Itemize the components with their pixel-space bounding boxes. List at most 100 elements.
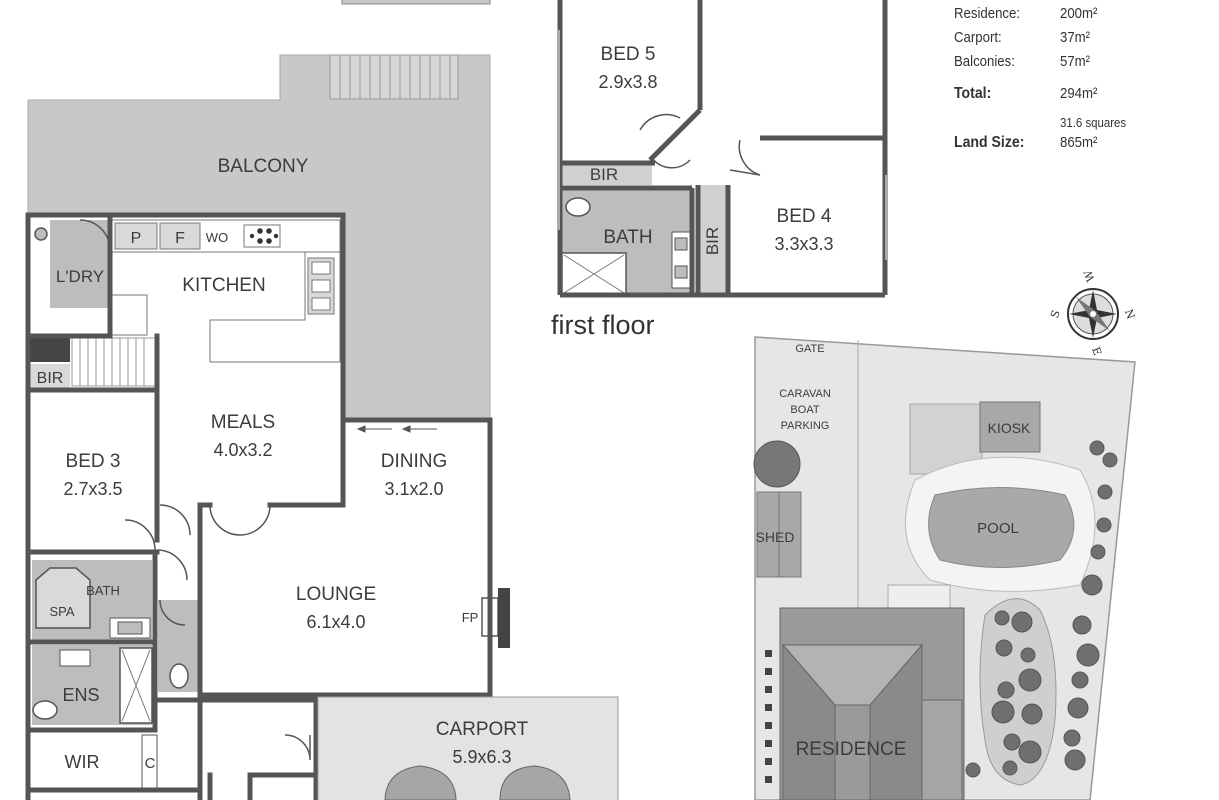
compass-w-label: W: [1081, 268, 1097, 284]
sink-icon-2: [311, 279, 331, 293]
bir-ground: [30, 364, 70, 388]
stair-stub: [341, 0, 491, 5]
residence-label: RESIDENCE: [796, 739, 907, 760]
ensuite-basin-icon: [59, 649, 91, 667]
land-row: Land Size: 865m²: [954, 134, 1194, 158]
caravan-label-1: CARAVAN: [779, 388, 831, 400]
balcony-label: BALCONY: [218, 156, 309, 177]
bed5-size: 2.9x3.8: [598, 72, 657, 92]
bir-first-b: [698, 185, 728, 295]
kiosk-roof: [979, 401, 1041, 453]
first-doors: [639, 113, 761, 176]
bed4-size: 3.3x3.3: [774, 234, 833, 254]
ground-walls: [25, 212, 493, 800]
total-squares: 31.6 squares: [1060, 115, 1127, 130]
sink-icon-3: [311, 297, 331, 311]
sliding-door-arrows: [356, 425, 437, 433]
meals-label: MEALS: [211, 412, 275, 433]
caravan-label-3: PARKING: [781, 420, 830, 432]
total-row: Total: 294m²: [954, 85, 1194, 109]
first-basin-icon-2: [674, 265, 688, 279]
pantry-label: P: [131, 230, 142, 247]
compass-e-label: E: [1089, 345, 1104, 357]
laundry-label: L'DRY: [56, 267, 104, 286]
balconies-area-label: Balconies:: [954, 53, 1015, 70]
residence-roof: [779, 607, 965, 800]
residence-side-path: [765, 650, 772, 783]
total-area-label: Total:: [954, 85, 992, 102]
carport-area-value: 37m²: [1060, 29, 1091, 46]
lounge-label: LOUNGE: [296, 584, 376, 605]
bath-label: BATH: [86, 583, 120, 598]
bir-first-a-label: BIR: [590, 165, 618, 184]
compass-s-label: S: [1048, 308, 1063, 320]
dining-label: DINING: [381, 451, 448, 472]
ground-doors: [79, 219, 311, 761]
kiosk-label: KIOSK: [988, 420, 1031, 436]
lounge-size: 6.1x4.0: [306, 612, 365, 632]
first-walls: [557, 0, 888, 298]
wir-label: WIR: [65, 752, 100, 772]
bed3-size: 2.7x3.5: [63, 479, 122, 499]
gate-label: GATE: [795, 343, 824, 355]
fireplace-chimney: [498, 588, 510, 648]
carport-size: 5.9x6.3: [452, 747, 511, 767]
wall-oven-label: WO: [206, 230, 228, 245]
kitchen-cupboard: [111, 294, 148, 336]
pool: [928, 487, 1075, 568]
internal-stairs: [71, 337, 158, 387]
ensuite-label: ENS: [62, 685, 99, 705]
toilet-icon: [169, 663, 189, 689]
tree-large: [753, 440, 801, 488]
bed3-label: BED 3: [66, 451, 121, 472]
dining-size: 3.1x2.0: [384, 479, 443, 499]
land-size-label: Land Size:: [954, 134, 1025, 151]
spa-label: SPA: [49, 604, 74, 619]
bir-ground-label: BIR: [37, 370, 64, 387]
ensuite-toilet-icon: [32, 700, 58, 720]
cupboard-label: C: [145, 755, 156, 772]
carport-row: Carport: 37m²: [954, 29, 1194, 53]
spa-bath: [35, 567, 91, 629]
residence-area-label: Residence:: [954, 5, 1021, 22]
basin-icon: [117, 621, 143, 635]
sink-icon: [311, 261, 331, 275]
first-basin-icon: [674, 237, 688, 251]
car-icon: [384, 765, 571, 800]
kitchen-label: KITCHEN: [182, 275, 265, 296]
compass-icon: [1067, 288, 1119, 340]
meals-size: 4.0x3.2: [213, 440, 272, 460]
residence-area-value: 200m²: [1060, 5, 1098, 22]
stair-void: [30, 338, 70, 362]
balconies-area-value: 57m²: [1060, 53, 1091, 70]
residence-row: Residence: 200m²: [954, 5, 1194, 29]
pool-label: POOL: [977, 520, 1019, 537]
balcony-stairs: [329, 54, 459, 100]
fridge-label: F: [175, 230, 185, 247]
garden-shrubs: [965, 440, 1118, 778]
caravan-label-2: BOAT: [790, 404, 819, 416]
carport-label: CARPORT: [436, 719, 529, 740]
bed5-label: BED 5: [601, 44, 656, 65]
shed-label: SHED: [756, 529, 795, 545]
carport-area-label: Carport:: [954, 29, 1002, 46]
total-area-value: 294m²: [1060, 85, 1098, 102]
laundry-room: [50, 220, 110, 308]
first-floor-caption: first floor: [551, 310, 655, 340]
ensuite-shower: [119, 647, 153, 724]
fireplace-label: FP: [462, 610, 479, 625]
pergola: [887, 584, 951, 611]
laundry-tub-icon: [34, 227, 48, 241]
cooktop-icon: [243, 224, 281, 248]
carport-area: [317, 696, 619, 800]
balconies-row: Balconies: 57m²: [954, 53, 1194, 77]
land-size-value: 865m²: [1060, 134, 1098, 151]
first-bath-label: BATH: [603, 227, 652, 248]
area-summary: Residence: 200m² Carport: 37m² Balconies…: [954, 5, 1194, 158]
pantry-box: [114, 222, 158, 250]
bir-first-b-label: BIR: [703, 227, 722, 255]
fridge-box: [159, 222, 201, 250]
bir-first-a: [562, 163, 652, 185]
bed4-label: BED 4: [777, 206, 832, 227]
